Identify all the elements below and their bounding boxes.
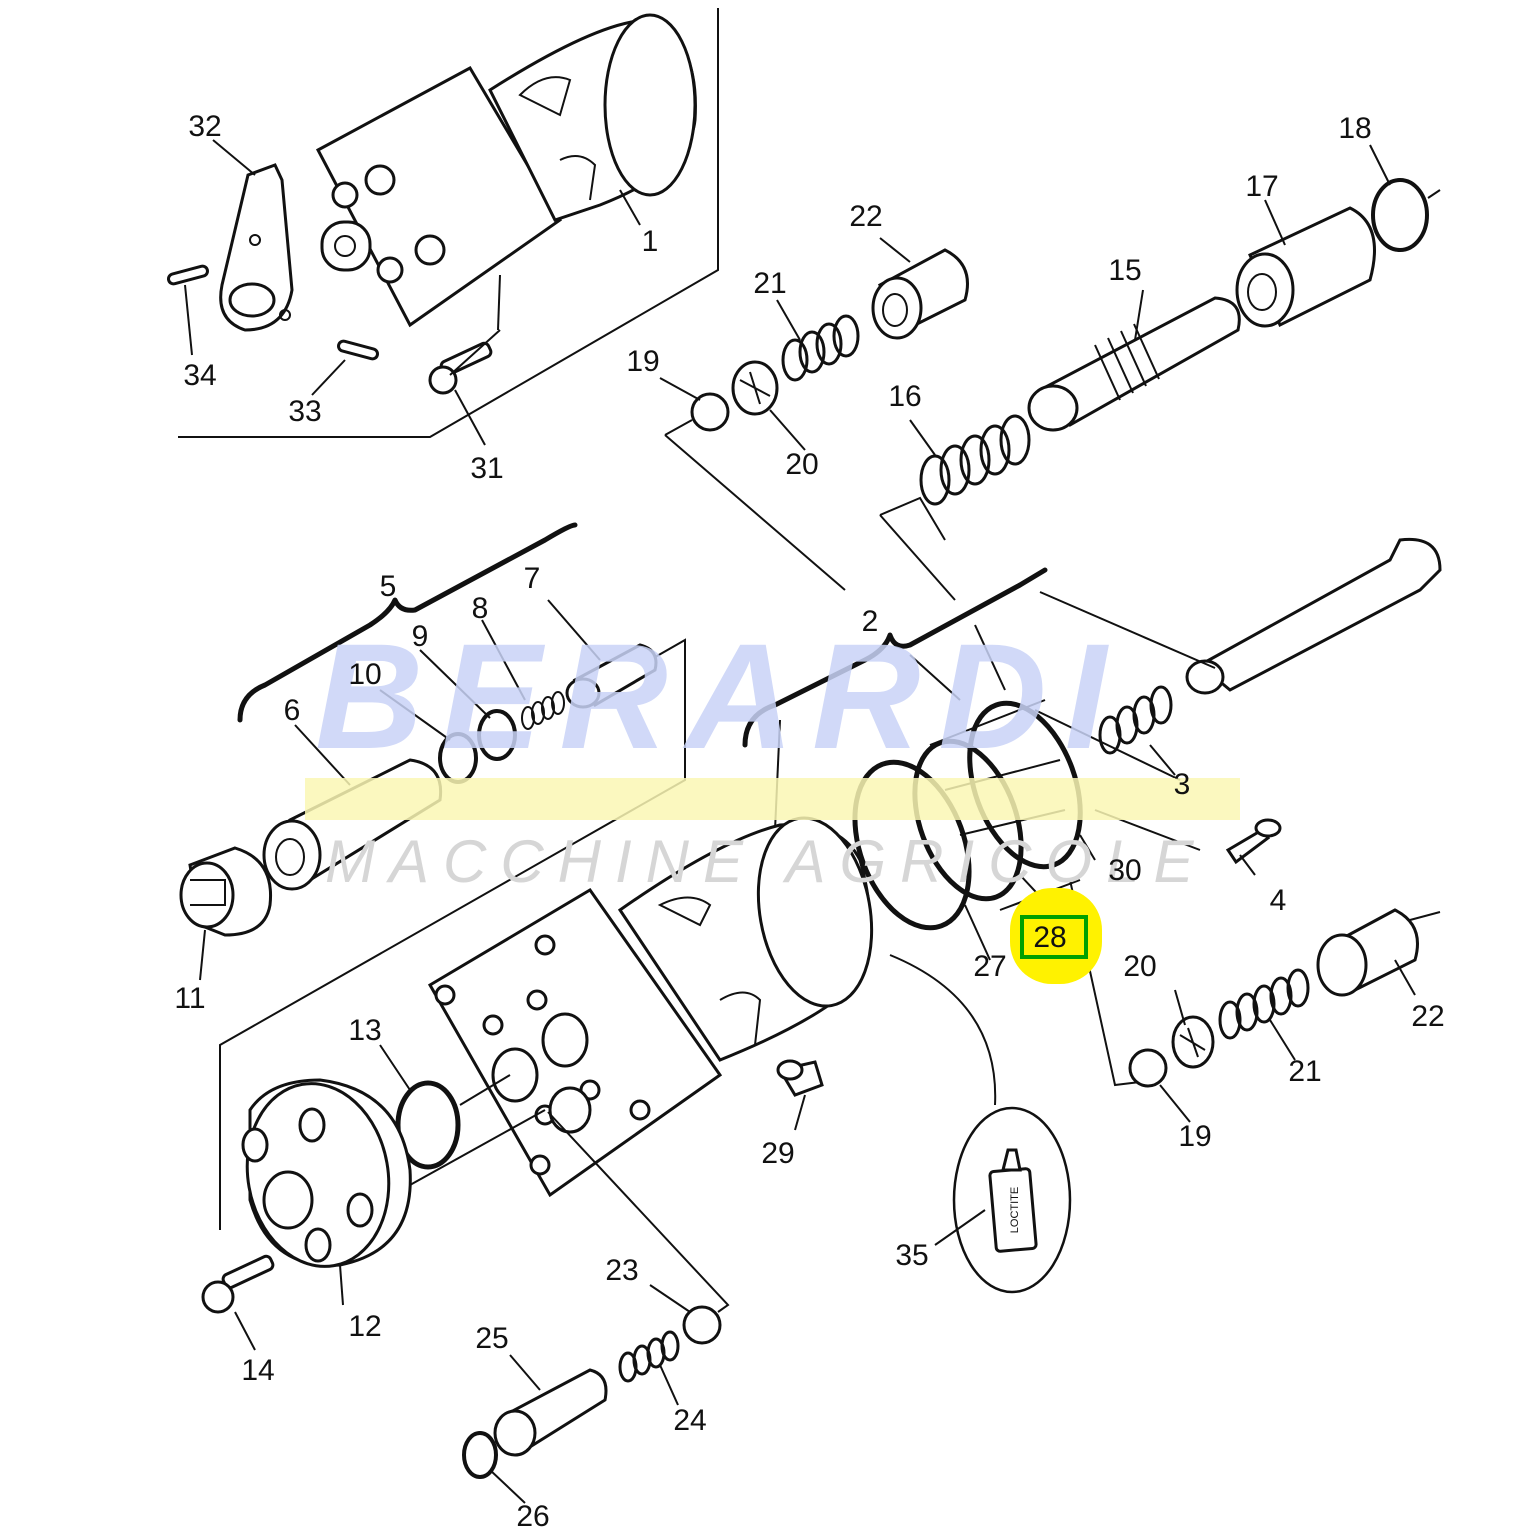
label-part-11: 11 bbox=[174, 982, 205, 1015]
valve-group-lower-right: LOCTITE bbox=[776, 908, 1441, 1294]
part-26-ring bbox=[462, 1431, 498, 1479]
label-part-23: 23 bbox=[605, 1254, 638, 1287]
label-part-33: 33 bbox=[288, 395, 321, 428]
highlight-box bbox=[1020, 915, 1088, 959]
part-9-ring bbox=[477, 709, 517, 761]
label-part-17: 17 bbox=[1245, 170, 1278, 203]
valve-group-spool bbox=[1034, 537, 1442, 876]
highlight-28 bbox=[1010, 888, 1102, 984]
watermark-subtitle: MACCHINE AGRICOLE bbox=[325, 828, 1208, 895]
label-part-15: 15 bbox=[1108, 254, 1141, 287]
label-part-26: 26 bbox=[516, 1500, 549, 1533]
part-16-spring bbox=[919, 414, 1031, 506]
label-part-28: 28 bbox=[1033, 921, 1066, 954]
label-part-18: 18 bbox=[1338, 112, 1371, 145]
label-part-6: 6 bbox=[284, 694, 301, 727]
part-3-spring bbox=[1098, 685, 1173, 755]
label-part-14: 14 bbox=[241, 1354, 274, 1387]
label-part-25: 25 bbox=[475, 1322, 508, 1355]
valve-group-right bbox=[879, 144, 1441, 601]
part-27-ring bbox=[852, 759, 972, 931]
port-plate-group bbox=[201, 1044, 546, 1351]
label-part-32: 32 bbox=[188, 110, 221, 143]
inset-upper-left bbox=[167, 8, 719, 446]
label-part-1: 1 bbox=[642, 225, 659, 258]
part-13-oring bbox=[395, 1080, 461, 1170]
valve-group-upper bbox=[659, 237, 969, 591]
label-part-31: 31 bbox=[470, 452, 503, 485]
valve-group-bottom bbox=[462, 1111, 730, 1504]
watermark-bar bbox=[305, 778, 1240, 820]
part-21-spring bbox=[781, 314, 860, 382]
label-part-21-upper: 21 bbox=[753, 267, 786, 300]
label-part-21-lower: 21 bbox=[1288, 1055, 1321, 1088]
part-19-ball-lower bbox=[1128, 1048, 1168, 1088]
central-housing bbox=[427, 816, 874, 1198]
highlight-blob bbox=[1010, 888, 1102, 984]
part-14-screw bbox=[221, 1254, 275, 1290]
label-part-3: 3 bbox=[1174, 768, 1191, 801]
part-33-pin bbox=[337, 339, 379, 361]
label-part-13: 13 bbox=[348, 1014, 381, 1047]
label-part-35: 35 bbox=[895, 1239, 928, 1272]
label-part-9: 9 bbox=[412, 620, 429, 653]
part-8-spring bbox=[521, 691, 565, 730]
ring-group bbox=[742, 567, 1141, 1087]
part-spool-shaft bbox=[1197, 537, 1442, 692]
label-part-19-upper: 19 bbox=[626, 345, 659, 378]
brace-2 bbox=[742, 567, 1048, 748]
label-part-16: 16 bbox=[888, 380, 921, 413]
label-part-20-upper: 20 bbox=[785, 448, 818, 481]
part-15-shaft bbox=[1037, 296, 1241, 427]
label-part-8: 8 bbox=[472, 592, 489, 625]
part-35-callout bbox=[952, 1106, 1072, 1294]
part-19-ball bbox=[690, 392, 730, 432]
part-23-ball bbox=[682, 1305, 722, 1345]
watermark-brand: BERARDI bbox=[315, 612, 1124, 780]
label-part-5: 5 bbox=[380, 570, 397, 603]
part-4-screw bbox=[1225, 828, 1271, 865]
loctite-text: LOCTITE bbox=[1009, 1187, 1021, 1233]
part-24-spring bbox=[618, 1330, 680, 1383]
label-part-2: 2 bbox=[862, 605, 879, 638]
watermark: BERARDI MACCHINE AGRICOLE bbox=[305, 612, 1240, 895]
label-part-7: 7 bbox=[524, 562, 541, 595]
part-labels: 1 2 3 4 5 6 7 8 9 10 11 12 13 14 15 16 1… bbox=[174, 110, 1444, 1533]
label-part-10: 10 bbox=[348, 658, 381, 691]
label-part-27: 27 bbox=[973, 950, 1006, 983]
label-part-22-lower: 22 bbox=[1411, 1000, 1444, 1033]
label-part-30: 30 bbox=[1108, 854, 1141, 887]
label-part-29: 29 bbox=[761, 1137, 794, 1170]
label-part-22-upper: 22 bbox=[849, 200, 882, 233]
part-18-ring bbox=[1371, 178, 1429, 252]
label-part-34: 34 bbox=[183, 359, 216, 392]
part-34-pin bbox=[167, 264, 209, 286]
label-part-20-lower: 20 bbox=[1123, 950, 1156, 983]
part-15-thread bbox=[1094, 323, 1160, 401]
label-part-19-lower: 19 bbox=[1178, 1120, 1211, 1153]
label-part-12: 12 bbox=[348, 1310, 381, 1343]
label-part-24: 24 bbox=[673, 1404, 706, 1437]
label-part-4: 4 bbox=[1270, 884, 1287, 917]
brace-5 bbox=[237, 522, 578, 723]
part-21-spring-lower bbox=[1218, 968, 1310, 1040]
